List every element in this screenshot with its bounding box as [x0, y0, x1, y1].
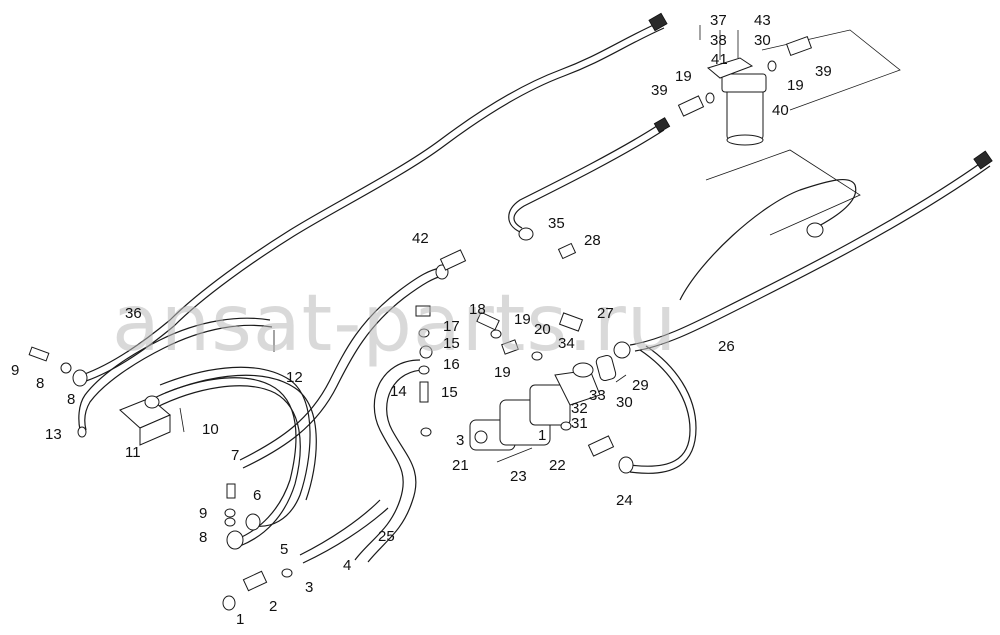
callout-43: 43 — [754, 12, 771, 29]
callout-32: 32 — [571, 400, 588, 417]
callout-6: 6 — [253, 487, 261, 504]
callout-7: 7 — [231, 447, 239, 464]
callout-33: 33 — [589, 387, 606, 404]
callout-37: 37 — [710, 12, 727, 29]
callout-8: 8 — [199, 529, 207, 546]
callout-38: 38 — [710, 32, 727, 49]
callout-10: 10 — [202, 421, 219, 438]
callout-39: 39 — [815, 63, 832, 80]
pipe-13 — [77, 317, 275, 438]
callout-2: 2 — [269, 598, 277, 615]
callout-19: 19 — [514, 311, 531, 328]
callout-17: 17 — [443, 318, 460, 335]
callout-42: 42 — [412, 230, 429, 247]
callout-4: 4 — [343, 557, 351, 574]
pipe-24 — [587, 341, 697, 474]
pipe-26 — [629, 150, 993, 352]
callout-8: 8 — [36, 375, 44, 392]
pipe-35 — [508, 117, 671, 260]
callout-1: 1 — [236, 611, 244, 628]
callout-21: 21 — [452, 457, 469, 474]
callout-labels: 1 1 2 3 3 4 5 6 7 8 8 8 9 9 10 11 12 13 … — [11, 12, 832, 628]
callout-1: 1 — [538, 427, 546, 444]
callout-24: 24 — [616, 492, 633, 509]
block-11 — [119, 395, 171, 446]
callout-30: 30 — [754, 32, 771, 49]
callout-12: 12 — [286, 369, 303, 386]
callout-20: 20 — [534, 321, 551, 338]
callout-35: 35 — [548, 215, 565, 232]
callout-36: 36 — [125, 305, 142, 322]
fitting-39 — [677, 35, 813, 117]
callout-16: 16 — [443, 356, 460, 373]
pipe-36 — [72, 12, 668, 387]
callout-31: 31 — [571, 415, 588, 432]
callout-22: 22 — [549, 457, 566, 474]
callout-27: 27 — [597, 305, 614, 322]
callout-26: 26 — [718, 338, 735, 355]
reference-outline — [705, 149, 861, 236]
callout-29: 29 — [632, 377, 649, 394]
callout-28: 28 — [584, 232, 601, 249]
hose-group — [149, 249, 467, 550]
callout-3: 3 — [456, 432, 464, 449]
watermark-text: ansat-parts.ru — [112, 279, 677, 369]
callout-18: 18 — [469, 301, 486, 318]
callout-8: 8 — [67, 391, 75, 408]
callout-34: 34 — [558, 335, 575, 352]
callout-9: 9 — [199, 505, 207, 522]
callout-15: 15 — [441, 384, 458, 401]
callout-14: 14 — [390, 383, 407, 400]
callout-5: 5 — [280, 541, 288, 558]
callout-30: 30 — [616, 394, 633, 411]
callout-19: 19 — [675, 68, 692, 85]
filter-40 — [706, 30, 767, 146]
callout-19: 19 — [494, 364, 511, 381]
callout-23: 23 — [510, 468, 527, 485]
callout-19: 19 — [787, 77, 804, 94]
callout-15: 15 — [443, 335, 460, 352]
callout-25: 25 — [378, 528, 395, 545]
callout-9: 9 — [11, 362, 19, 379]
callout-39: 39 — [651, 82, 668, 99]
callout-11: 11 — [125, 444, 141, 461]
pump-assembly — [469, 354, 617, 451]
callout-40: 40 — [772, 102, 789, 119]
callout-41: 41 — [711, 51, 728, 68]
callout-3: 3 — [305, 579, 313, 596]
fittings — [28, 25, 701, 611]
callout-13: 13 — [45, 426, 62, 443]
hose-25 — [299, 359, 429, 564]
